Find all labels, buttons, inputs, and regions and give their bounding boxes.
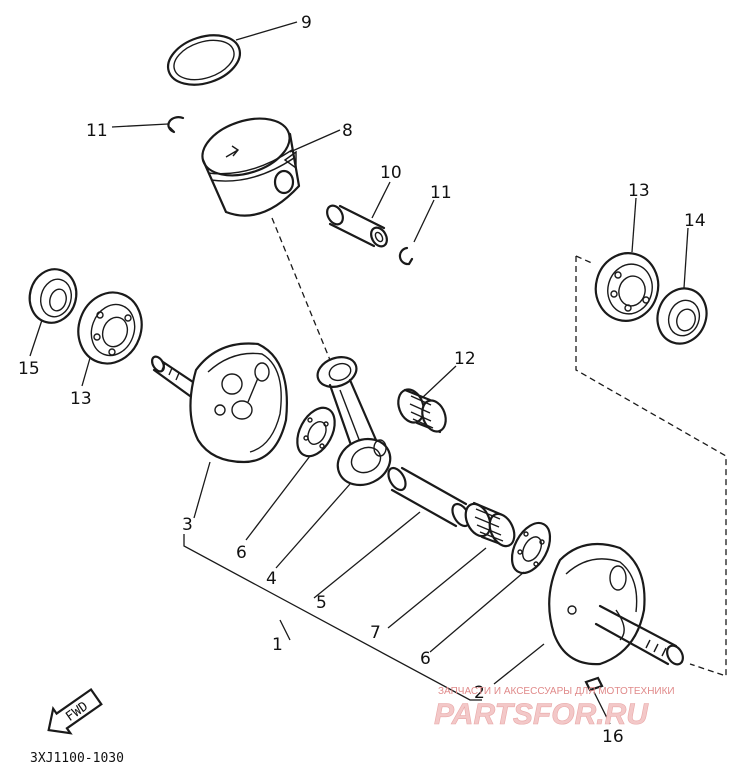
crank-left-part [151, 342, 288, 464]
woodruff-key-part [584, 676, 604, 692]
connecting-rod-part [316, 356, 392, 487]
watermark-tagline: ЗАПЧАСТИ И АКСЕССУАРЫ ДЛЯ МОТОТЕХНИКИ [438, 686, 675, 697]
watermark: ЗАПЧАСТИ И АКСЕССУАРЫ ДЛЯ МОТОТЕХНИКИ PA… [434, 686, 675, 731]
bearing-right-part [594, 252, 660, 322]
washer-left-part [296, 406, 336, 458]
crank-pin-part [387, 466, 471, 528]
callout-6-right: 6 [420, 649, 431, 669]
callouts: 9 8 11 10 11 13 14 15 13 12 3 6 4 5 1 7 … [18, 13, 706, 747]
watermark-logo: PARTSFOR.RU [434, 698, 649, 731]
callout-5: 5 [316, 593, 327, 613]
fwd-arrow-icon: FWD [47, 687, 103, 735]
oil-seal-left-part [28, 268, 78, 324]
callout-1: 1 [272, 635, 283, 655]
callout-7: 7 [370, 623, 381, 643]
piston-pin-part [326, 204, 388, 248]
leader-lines [29, 21, 689, 725]
callout-8: 8 [342, 121, 353, 141]
piston-part [201, 117, 301, 217]
callout-16: 16 [602, 727, 624, 747]
washer-right-part [510, 521, 552, 575]
oil-seal-right-part [656, 287, 708, 345]
callout-11-left: 11 [86, 121, 108, 141]
part-code: 3XJ1100-1030 [30, 751, 124, 766]
alignment-lines [271, 217, 727, 677]
circlip-right-part [398, 246, 414, 266]
bearing-left-part [77, 291, 143, 365]
callout-3: 3 [182, 515, 193, 535]
callout-11-right: 11 [430, 183, 452, 203]
circlip-left-part [167, 116, 185, 134]
callout-13-right: 13 [628, 181, 650, 201]
callout-9: 9 [301, 13, 312, 33]
callout-13-left: 13 [70, 389, 92, 409]
callout-10: 10 [380, 163, 402, 183]
piston-ring-part [167, 34, 241, 86]
big-end-bearing-part [464, 501, 516, 548]
callout-15: 15 [18, 359, 40, 379]
callout-14: 14 [684, 211, 706, 231]
small-end-bearing-part [397, 388, 447, 434]
callout-2: 2 [474, 683, 485, 703]
callout-6-left: 6 [236, 543, 247, 563]
crank-right-part [548, 542, 684, 666]
assembly-bracket [183, 534, 482, 701]
callout-4: 4 [266, 569, 277, 589]
callout-12: 12 [454, 349, 476, 369]
